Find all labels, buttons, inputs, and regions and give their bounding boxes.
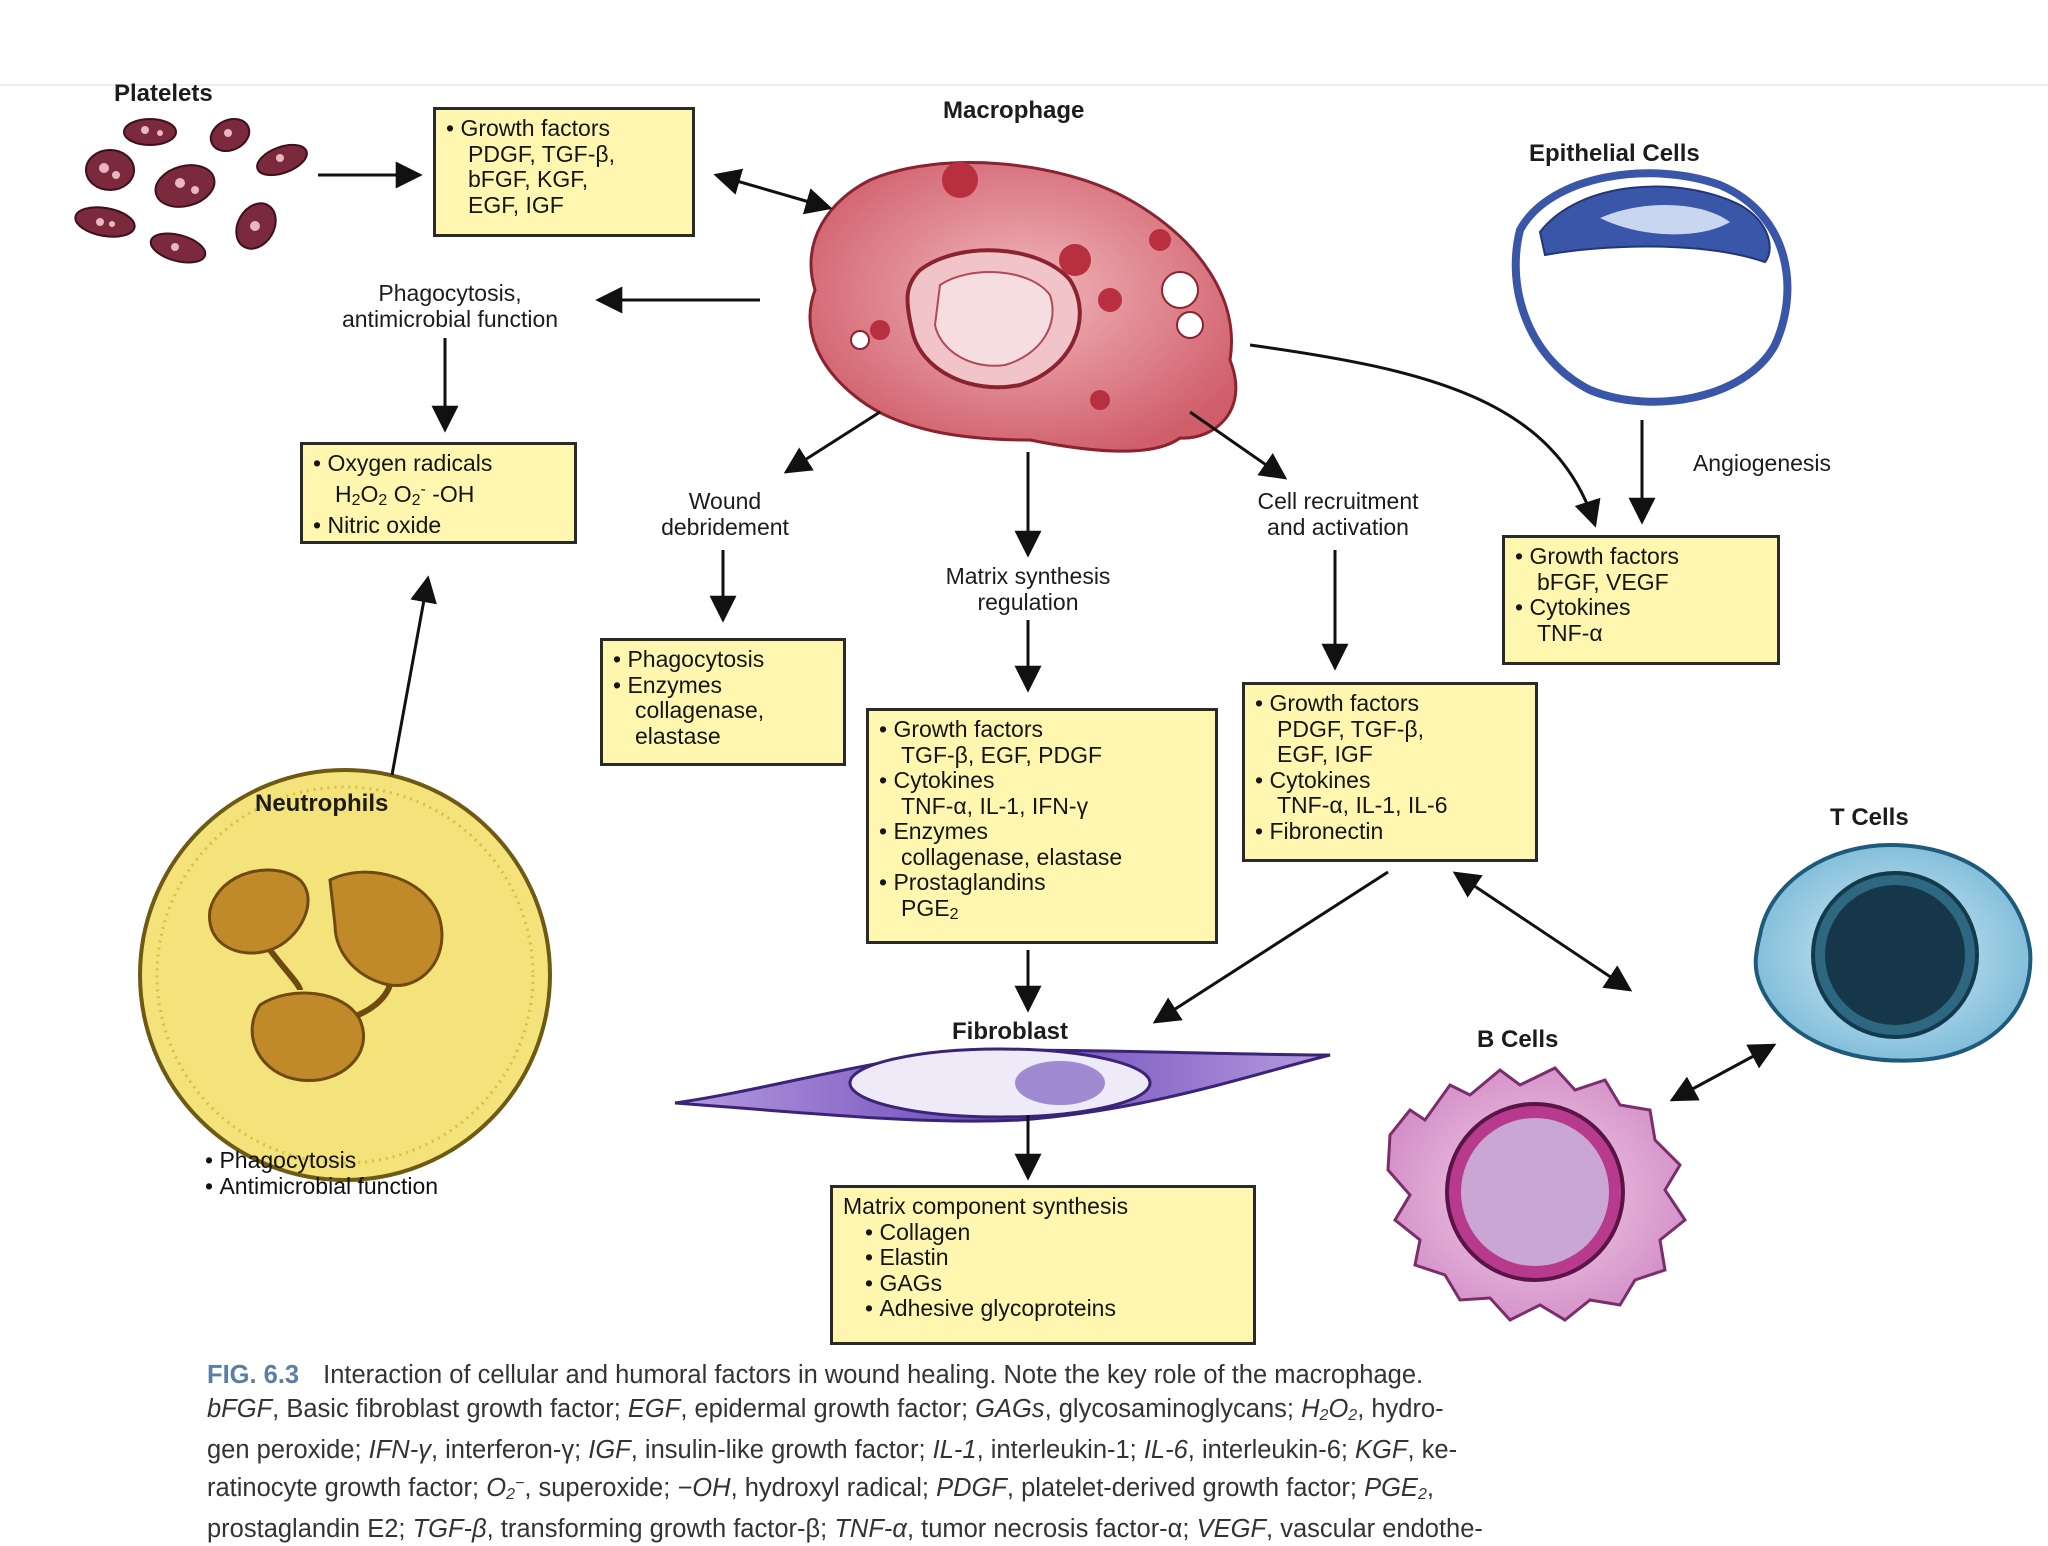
caption-abbreviation: IFN-γ [368, 1436, 431, 1464]
caption-abbreviation: bFGF [207, 1395, 273, 1423]
neutrophil-functions: Phagocytosis Antimicrobial function [205, 1147, 438, 1199]
caption-text: , hydro- [1357, 1395, 1444, 1423]
caption-text: ratinocyte growth factor; [207, 1474, 487, 1502]
caption-abbreviation: PDGF [936, 1474, 1007, 1502]
caption-abbreviation: GAGs [975, 1395, 1045, 1423]
b-cells-heading: B Cells [1477, 1026, 1559, 1053]
caption-text: , interleukin-1; [976, 1436, 1144, 1464]
caption-text: , [1426, 1474, 1434, 1502]
epithelial-heading: Epithelial Cells [1529, 140, 1700, 167]
t-cell [1753, 842, 2033, 1063]
caption-text: , epidermal growth factor; [680, 1395, 976, 1423]
epithelial-cell [1511, 169, 1792, 406]
macrophage-heading: Macrophage [943, 97, 1085, 124]
b-cell [1386, 1066, 1688, 1322]
caption-text: , platelet-derived growth factor; [1006, 1474, 1365, 1502]
caption-abbreviation: 2 [1417, 1486, 1427, 1503]
caption-abbreviation: 2 [1348, 1407, 1358, 1424]
caption-text: gen peroxide; [207, 1436, 369, 1464]
caption-text: , Basic fibroblast growth factor; [272, 1395, 628, 1423]
caption-abbreviation: 2 [506, 1486, 515, 1503]
neutrophils-heading: Neutrophils [255, 790, 389, 817]
caption-text: , interleukin-6; [1187, 1436, 1356, 1464]
top-band [0, 0, 2048, 86]
caption-abbreviation: IGF [588, 1436, 631, 1464]
platelet-growth-factors-box: Growth factors PDGF, TGF-β, bFGF, KGF, E… [433, 107, 695, 237]
caption-text: , superoxide; [524, 1474, 678, 1502]
oxygen-radicals-box: Oxygen radicals H2O2 O2- -OH Nitric oxid… [300, 442, 577, 544]
platelets-heading: Platelets [114, 80, 213, 107]
caption-abbreviation: O [486, 1474, 507, 1502]
macrophage-cell [808, 161, 1238, 453]
phagocytosis-label: Phagocytosis,antimicrobial function [341, 280, 559, 332]
caption-text: , glycosaminoglycans; [1044, 1395, 1302, 1423]
angiogenesis-label: Angiogenesis [1692, 450, 1832, 476]
fibroblast-heading: Fibroblast [952, 1018, 1069, 1045]
caption-abbreviation: IL-6 [1143, 1436, 1188, 1464]
caption-abbreviation: VEGF [1196, 1515, 1267, 1543]
caption-abbreviation: IL-1 [932, 1436, 977, 1464]
caption-text: prostaglandin E2; [207, 1515, 413, 1543]
caption-text: , transforming growth factor-β; [486, 1515, 835, 1543]
caption-abbreviation: 2 [1319, 1407, 1329, 1424]
neutrophil-cell [138, 768, 552, 1182]
caption-text: , ke- [1407, 1436, 1458, 1464]
caption-text: , interferon-γ; [430, 1436, 589, 1464]
caption-abbreviation: EGF [627, 1395, 681, 1423]
fibroblast-cell [674, 1047, 1331, 1123]
matrix-regulation-box: Growth factors TGF-β, EGF, PDGF Cytokine… [866, 708, 1218, 944]
arrows [318, 161, 1777, 1181]
caption-text: , tumor necrosis factor-α; [906, 1515, 1197, 1543]
caption-abbreviation: H [1301, 1395, 1320, 1423]
matrix-synthesis-box: Matrix component synthesis Collagen Elas… [830, 1185, 1256, 1345]
caption-abbreviation: PGE [1364, 1474, 1418, 1502]
caption-abbreviation: KGF [1355, 1436, 1408, 1464]
caption-abbreviation: − [514, 1475, 525, 1492]
caption-abbreviation: TNF-α [834, 1515, 907, 1543]
angiogenesis-box: Growth factors bFGF, VEGF Cytokines TNF-… [1502, 535, 1780, 665]
cell-recruitment-box: Growth factors PDGF, TGF-β, EGF, IGF Cyt… [1242, 682, 1538, 862]
caption-abbreviation: O [1328, 1395, 1349, 1423]
t-cells-heading: T Cells [1830, 804, 1909, 831]
figure-number: FIG. 6.3 [207, 1361, 300, 1389]
caption-abbreviation: TGF-β [412, 1515, 487, 1543]
caption-text: , insulin-like growth factor; [630, 1436, 933, 1464]
caption-text: , hydroxyl radical; [730, 1474, 937, 1502]
platelet-granules [96, 126, 284, 251]
caption-abbreviation: −OH [677, 1474, 731, 1502]
caption-text: , vascular endothe- [1266, 1515, 1483, 1543]
debridement-box: Phagocytosis Enzymes collagenase, elasta… [600, 638, 846, 766]
